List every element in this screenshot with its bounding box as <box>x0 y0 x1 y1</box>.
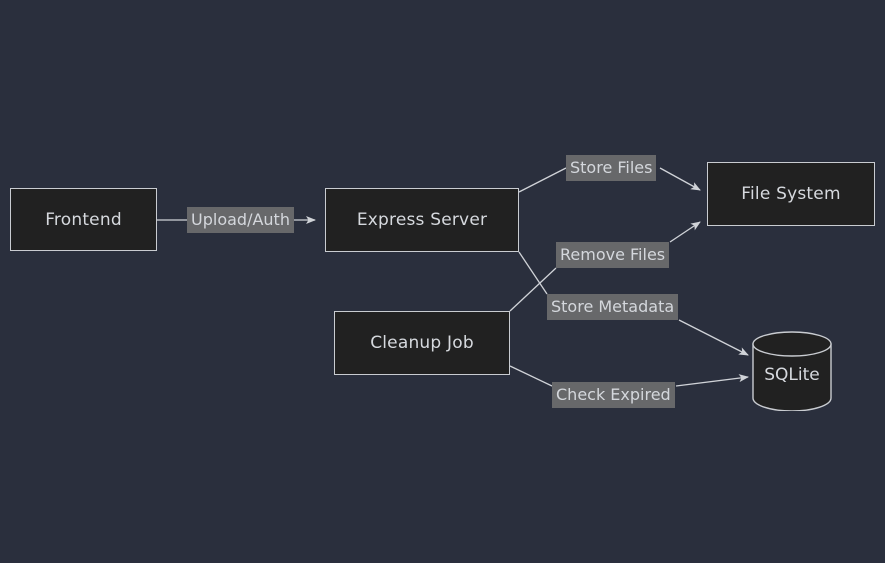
node-cleanup-job-label: Cleanup Job <box>370 333 474 353</box>
database-cylinder-icon <box>752 331 832 412</box>
node-frontend-label: Frontend <box>45 209 122 230</box>
node-sqlite-label: SQLite <box>764 365 820 385</box>
node-express-server[interactable]: Express Server <box>325 188 519 252</box>
edge-express-filesystem <box>518 167 701 193</box>
edge-label-remove-files: Remove Files <box>556 242 670 268</box>
edge-express-sqlite <box>518 251 749 356</box>
edge-cleanup-sqlite <box>509 365 749 387</box>
node-file-system[interactable]: File System <box>707 162 875 226</box>
node-file-system-label: File System <box>741 184 841 204</box>
node-express-server-label: Express Server <box>356 210 488 230</box>
edge-label-store-metadata: Store Metadata <box>547 294 679 320</box>
edge-label-upload-auth: Upload/Auth <box>187 207 294 233</box>
edge-cleanup-filesystem <box>509 221 701 312</box>
node-cleanup-job[interactable]: Cleanup Job <box>334 311 510 375</box>
node-sqlite[interactable]: SQLite <box>750 331 834 412</box>
edge-label-store-files: Store Files <box>566 155 657 181</box>
node-frontend[interactable]: Frontend <box>10 188 157 251</box>
edge-label-check-expired: Check Expired <box>552 382 675 408</box>
